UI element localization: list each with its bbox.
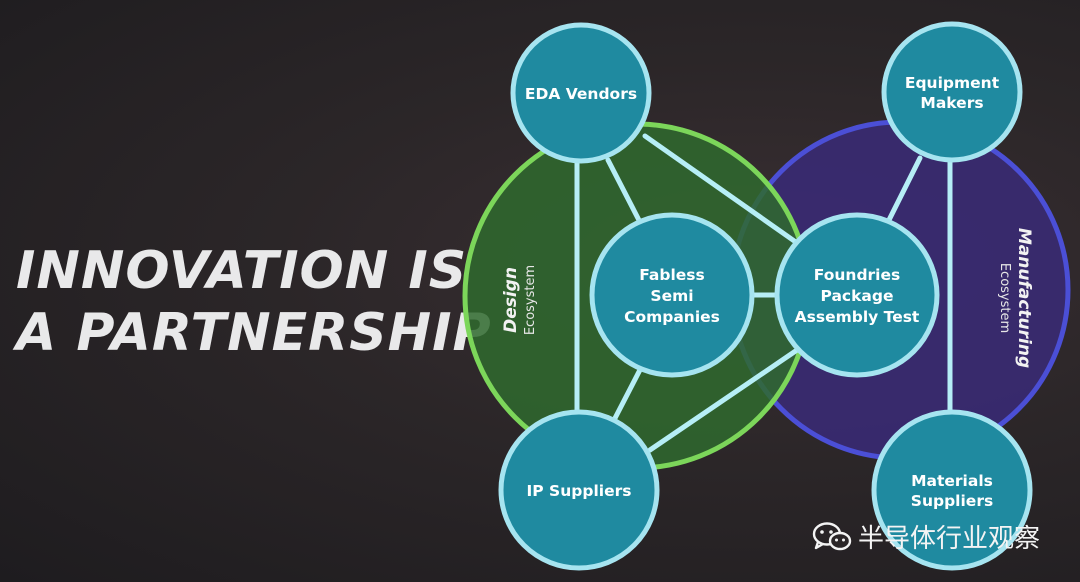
node-foundries-label-3: Assembly Test [795, 308, 920, 326]
node-ip-suppliers-label: IP Suppliers [527, 482, 632, 500]
node-materials-suppliers-circle [871, 409, 1033, 571]
node-fabless-semi-label-3: Companies [624, 308, 720, 326]
node-fabless-semi: Fabless Semi Companies [589, 212, 755, 378]
node-equipment-makers-label-2: Makers [920, 94, 983, 112]
wechat-icon [812, 521, 852, 550]
connector-fabless-ip [609, 361, 646, 427]
node-materials-suppliers-label-2: Suppliers [911, 492, 993, 510]
watermark: 半导体行业观察 [812, 518, 1040, 555]
manufacturing-ecosystem-label: Manufacturing Ecosystem [997, 228, 1034, 368]
node-foundries-label-2: Package [821, 287, 894, 305]
node-eda-vendors-circle [510, 22, 652, 164]
node-ip-suppliers: IP Suppliers [498, 409, 660, 571]
node-materials-suppliers-label-1: Materials [911, 472, 993, 490]
design-ecosystem-subtitle: Ecosystem [523, 265, 538, 335]
design-ecosystem-title: Design [501, 267, 521, 333]
connector-eda-foundries [642, 133, 803, 248]
node-foundries-label-1: Foundries [814, 266, 900, 284]
headline: INNOVATION IS A PARTNERSHIP [16, 240, 492, 364]
node-materials-suppliers: Materials Suppliers [871, 409, 1033, 571]
node-equipment-makers-circle [881, 21, 1023, 163]
node-fabless-semi-label-2: Semi [650, 287, 693, 305]
manufacturing-ecosystem-title: Manufacturing [1014, 228, 1034, 368]
connector-eda-fabless [605, 157, 646, 231]
design-ecosystem-label: Design Ecosystem [501, 265, 538, 335]
node-ip-suppliers-circle [498, 409, 660, 571]
connector-equipment-foundries [882, 155, 923, 231]
manufacturing-ecosystem-subtitle: Ecosystem [997, 263, 1012, 333]
node-eda-vendors-label: EDA Vendors [525, 85, 637, 103]
headline-line-1: INNOVATION IS [16, 241, 468, 301]
node-fabless-semi-label-1: Fabless [639, 266, 705, 284]
watermark-text: 半导体行业观察 [858, 524, 1041, 554]
connector-ip-foundries [647, 345, 803, 453]
node-fabless-semi-circle [589, 212, 755, 378]
node-foundries-circle [774, 212, 940, 378]
node-eda-vendors: EDA Vendors [510, 22, 652, 164]
headline-line-2: A PARTNERSHIP [16, 303, 492, 363]
node-equipment-makers-label-1: Equipment [905, 74, 1000, 92]
node-foundries: Foundries Package Assembly Test [774, 212, 940, 378]
node-equipment-makers: Equipment Makers [881, 21, 1023, 163]
